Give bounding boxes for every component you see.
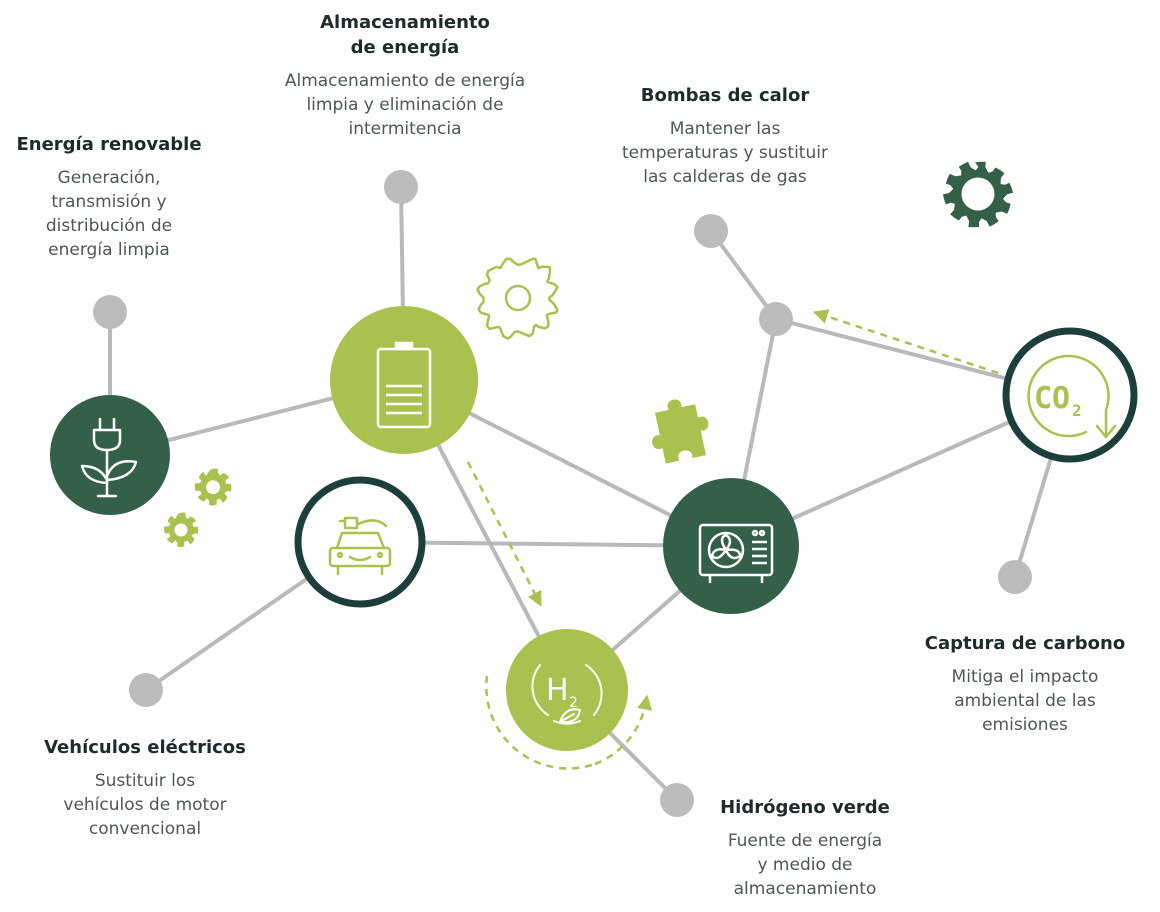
node-electric-vehicles bbox=[294, 476, 426, 608]
heat-pumps-description: Mantener las temperaturas y sustituir la… bbox=[622, 119, 828, 187]
h2-label: H bbox=[546, 673, 569, 708]
co2-down-icon bbox=[1027, 354, 1117, 439]
gear-large-icon bbox=[943, 161, 1013, 228]
arrow-hydrogen-cycle-right bbox=[594, 694, 653, 766]
dot-renewable bbox=[93, 295, 127, 329]
h2-subscript: 2 bbox=[569, 695, 578, 711]
node-renewable bbox=[50, 395, 170, 515]
gear-small-icon bbox=[163, 468, 232, 548]
node-heat-pumps bbox=[663, 478, 799, 614]
green-hydrogen-title: Hidrógeno verde bbox=[720, 797, 890, 818]
heat-pump-icon bbox=[698, 523, 774, 583]
flow-arrows bbox=[466, 309, 999, 770]
endpoint-dots bbox=[93, 170, 1032, 817]
node-green-hydrogen: H 2 bbox=[506, 629, 628, 751]
label-electric-vehicles: Vehículos eléctricos Sustituir los vehíc… bbox=[20, 735, 270, 841]
plug-plant-icon bbox=[80, 417, 138, 498]
label-carbon-capture: Captura de carbono Mitiga el impacto amb… bbox=[900, 631, 1150, 737]
puzzle-piece-icon bbox=[652, 399, 709, 464]
label-storage: Almacenamiento de energía Almacenamiento… bbox=[245, 10, 565, 141]
dot-heat-pumps-end bbox=[694, 214, 728, 248]
renewable-description: Generación, transmisión y distribución d… bbox=[45, 168, 173, 260]
node-carbon-capture: CO 2 bbox=[1002, 327, 1138, 463]
carbon-capture-description: Mitiga el impacto ambiental de las emisi… bbox=[951, 667, 1099, 735]
battery-icon bbox=[376, 341, 432, 429]
arrow-storage-to-hydrogen bbox=[466, 461, 542, 607]
dot-heat-pumps-junction bbox=[759, 302, 793, 336]
carbon-capture-title: Captura de carbono bbox=[924, 633, 1126, 654]
electric-car-icon bbox=[328, 516, 392, 576]
dot-storage bbox=[384, 170, 418, 204]
label-green-hydrogen: Hidrógeno verde Fuente de energía y medi… bbox=[690, 795, 920, 901]
label-heat-pumps: Bombas de calor Mantener las temperatura… bbox=[570, 83, 880, 189]
green-hydrogen-description: Fuente de energía y medio de almacenamie… bbox=[727, 831, 883, 899]
heat-pumps-title: Bombas de calor bbox=[640, 85, 810, 106]
node-storage bbox=[330, 306, 478, 454]
co2-subscript: 2 bbox=[1072, 401, 1082, 420]
arrow-hydrogen-cycle-left bbox=[485, 675, 596, 770]
hydrogen-leaf-icon bbox=[531, 664, 603, 725]
storage-title: Almacenamiento de energía bbox=[320, 12, 490, 58]
co2-label: CO bbox=[1034, 381, 1070, 416]
arrow-co2-to-heat-pumps bbox=[812, 309, 999, 375]
electric-vehicles-title: Vehículos eléctricos bbox=[44, 737, 246, 758]
renewable-title: Energía renovable bbox=[16, 134, 202, 155]
dot-hydrogen bbox=[660, 783, 694, 817]
dot-vehicles bbox=[129, 673, 163, 707]
label-renewable: Energía renovable Generación, transmisió… bbox=[0, 132, 218, 262]
gear-outline-icon bbox=[476, 257, 559, 340]
electric-vehicles-description: Sustituir los vehículos de motor convenc… bbox=[63, 771, 227, 839]
storage-description: Almacenamiento de energía limpia y elimi… bbox=[284, 71, 526, 139]
dot-carbon-capture bbox=[998, 560, 1032, 594]
